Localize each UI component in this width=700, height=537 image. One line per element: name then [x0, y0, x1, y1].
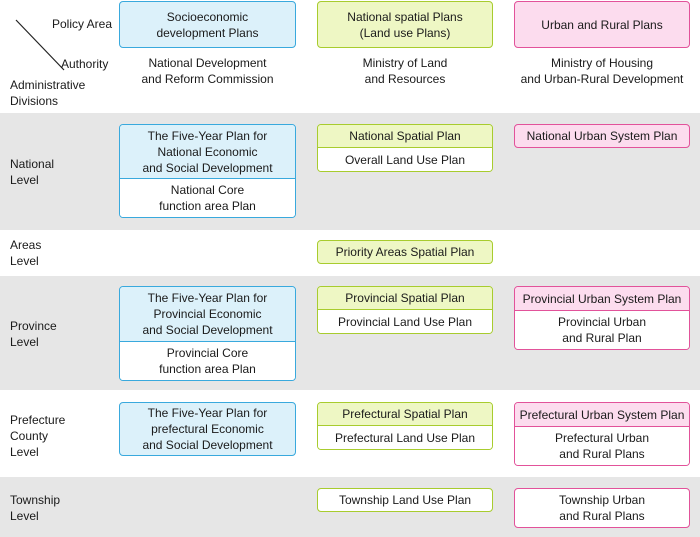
national-level-label: National Level: [10, 157, 55, 187]
provincial-spatial-plan-box: Provincial Spatial Plan Provincial Land …: [317, 286, 493, 334]
overall-land-use-plan: Overall Land Use Plan: [318, 148, 492, 171]
prefecture-level-label: Prefecture County Level: [10, 413, 66, 459]
national-urban-system-plan: National Urban System Plan: [514, 124, 690, 148]
socioeconomic-plans-header: Socioeconomic development Plans: [119, 1, 296, 48]
authority-mohurd: Ministry of Housing and Urban-Rural Deve…: [520, 56, 684, 86]
authority-ndrc: National Development and Reform Commissi…: [141, 56, 274, 86]
national-five-year-plan: The Five-Year Plan for National Economic…: [120, 125, 295, 179]
policy-area-label: Policy Area: [52, 17, 113, 31]
provincial-spatial-plan: Provincial Spatial Plan: [318, 287, 492, 310]
authority-label: Authority: [61, 57, 109, 71]
national-spatial-plans-header: National spatial Plans (Land use Plans): [317, 1, 493, 48]
provincial-core-function-area-plan: Provincial Core function area Plan: [120, 342, 295, 380]
prefectural-five-year-plan: The Five-Year Plan for prefectural Econo…: [119, 402, 296, 456]
urban-rural-plans-header: Urban and Rural Plans: [514, 1, 690, 48]
national-socioeconomic-plan-box: The Five-Year Plan for National Economic…: [119, 124, 296, 218]
national-core-function-area-plan: National Core function area Plan: [120, 179, 295, 217]
corner-diagonal-line: [15, 19, 65, 71]
township-level-label: Township Level: [10, 493, 61, 523]
prefectural-urban-rural-plans: Prefectural Urban and Rural Plans: [515, 427, 689, 465]
prefectural-urban-system-plan: Prefectural Urban System Plan: [515, 403, 689, 427]
provincial-five-year-plan: The Five-Year Plan for Provincial Econom…: [120, 287, 295, 342]
province-level-label: Province Level: [10, 319, 57, 349]
national-spatial-plan: National Spatial Plan: [318, 125, 492, 148]
provincial-urban-plan-box: Provincial Urban System Plan Provincial …: [514, 286, 690, 350]
provincial-urban-rural-plan: Provincial Urban and Rural Plan: [515, 311, 689, 349]
national-spatial-plan-box: National Spatial Plan Overall Land Use P…: [317, 124, 493, 172]
priority-areas-spatial-plan: Priority Areas Spatial Plan: [317, 240, 493, 264]
township-urban-rural-plans: Township Urban and Rural Plans: [514, 488, 690, 528]
township-land-use-plan: Township Land Use Plan: [317, 488, 493, 512]
provincial-land-use-plan: Provincial Land Use Plan: [318, 310, 492, 333]
prefectural-urban-plan-box: Prefectural Urban System Plan Prefectura…: [514, 402, 690, 466]
areas-level-label: Areas Level: [10, 238, 42, 268]
prefectural-land-use-plan: Prefectural Land Use Plan: [318, 426, 492, 449]
prefectural-spatial-plan-box: Prefectural Spatial Plan Prefectural Lan…: [317, 402, 493, 450]
administrative-divisions-label: Administrative Divisions: [10, 78, 86, 108]
authority-mlr: Ministry of Land and Resources: [362, 56, 448, 86]
provincial-socioeconomic-plan-box: The Five-Year Plan for Provincial Econom…: [119, 286, 296, 381]
provincial-urban-system-plan: Provincial Urban System Plan: [515, 287, 689, 311]
prefectural-spatial-plan: Prefectural Spatial Plan: [318, 403, 492, 426]
